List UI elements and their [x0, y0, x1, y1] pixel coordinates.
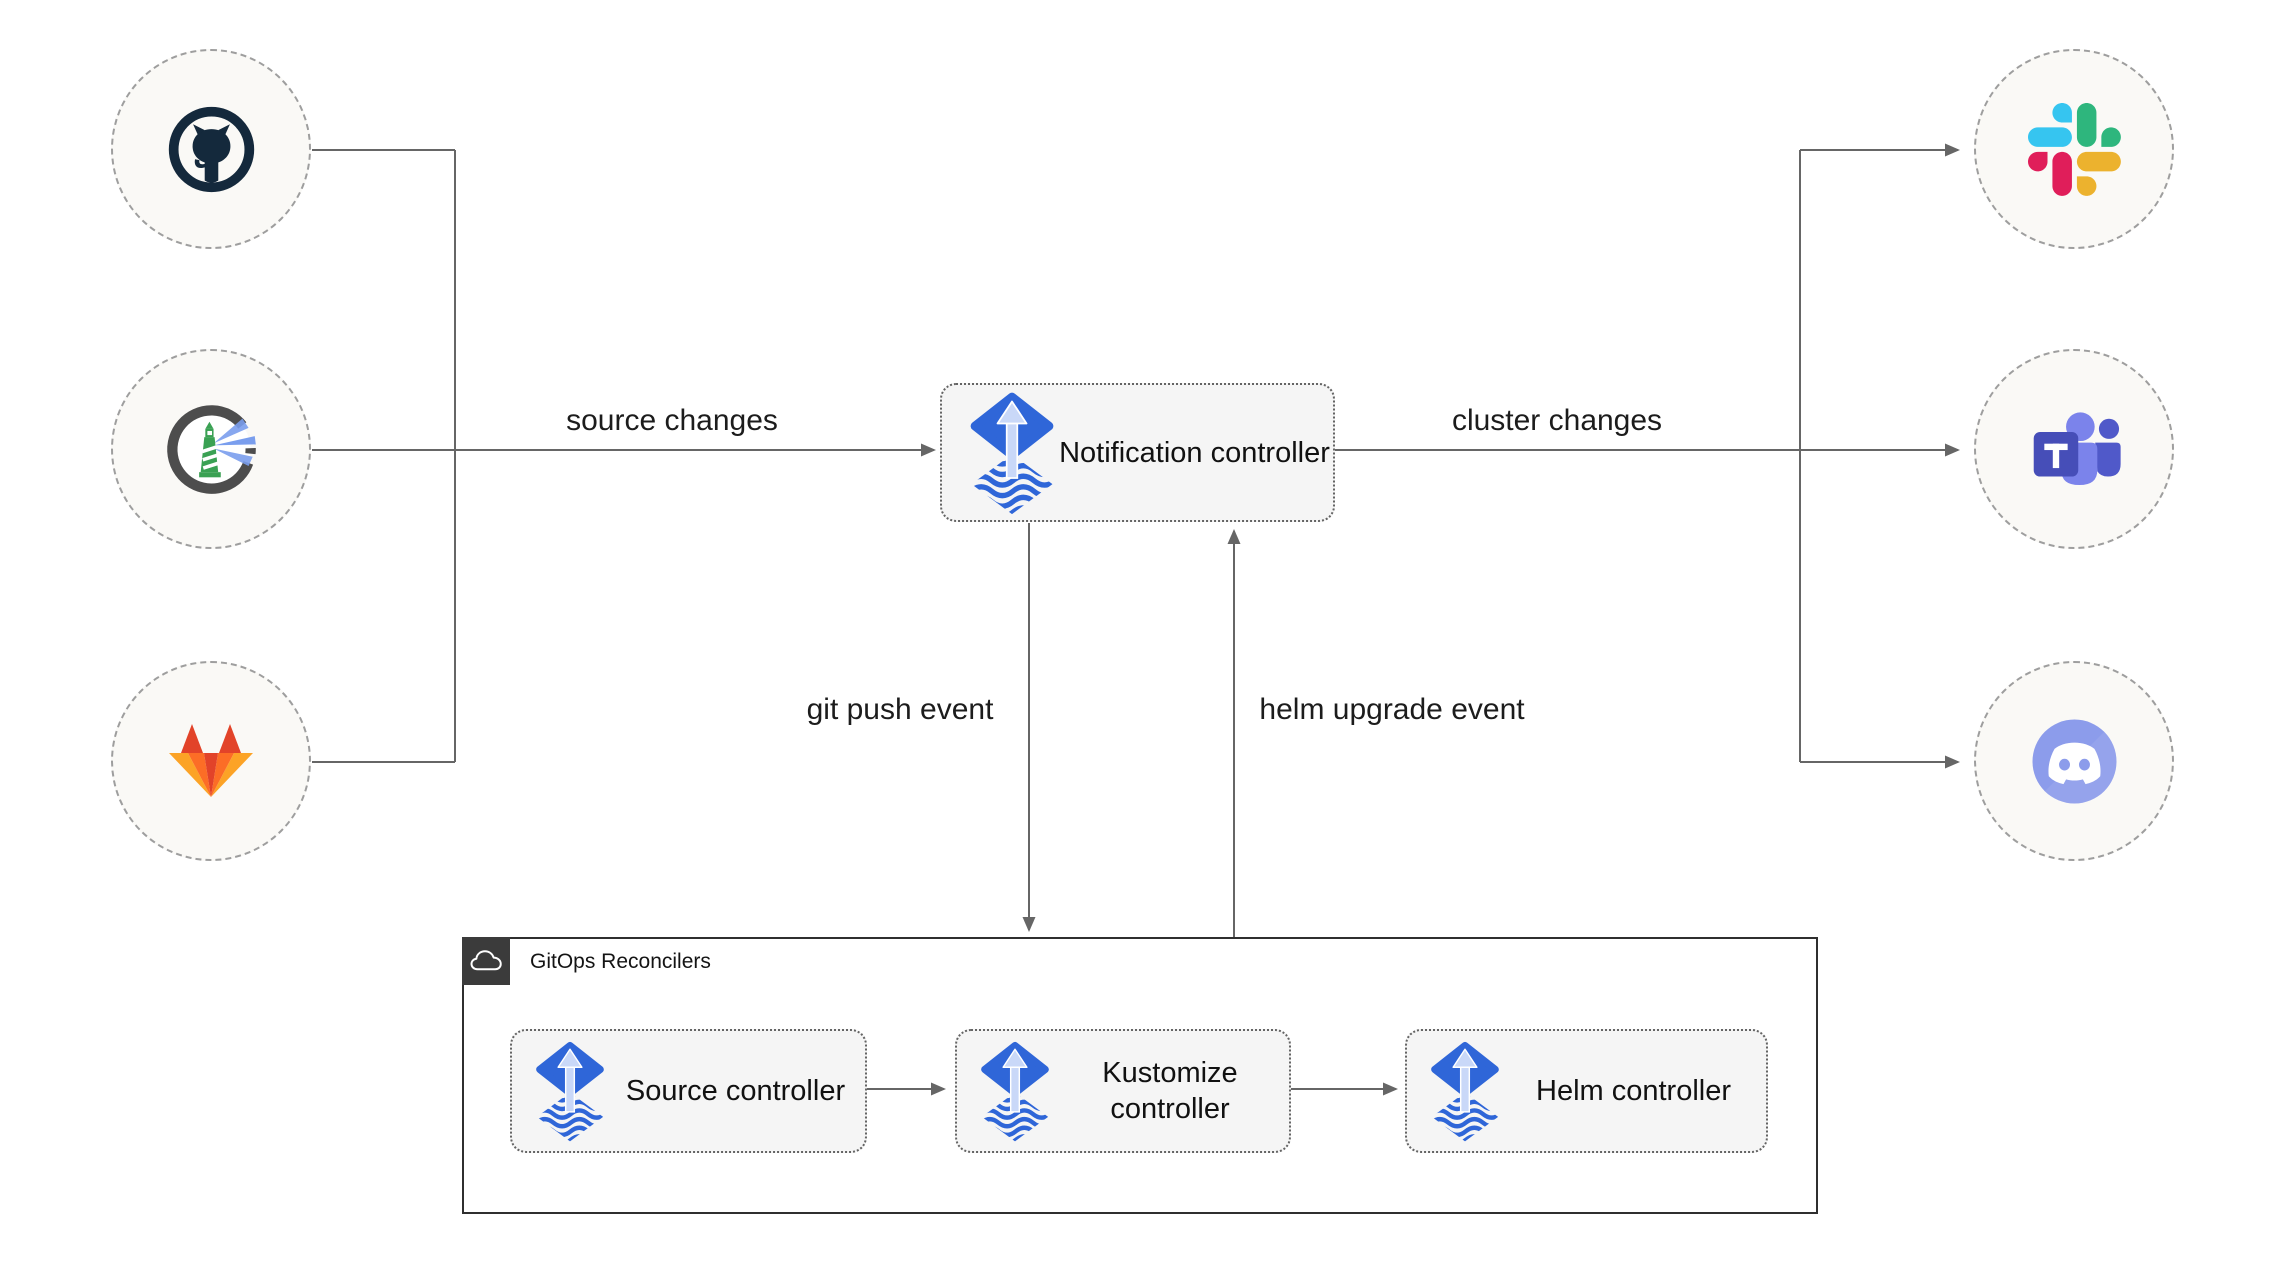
cloud-icon: [470, 946, 503, 976]
node-label: Kustomize controller: [1102, 1057, 1238, 1125]
harbor-icon: [160, 398, 263, 501]
edge-label-source-changes: source changes: [566, 404, 778, 437]
flux-icon: [1429, 1039, 1501, 1143]
flux-icon: [968, 389, 1056, 516]
node-gitlab: [111, 661, 311, 861]
slack-icon: [2028, 103, 2121, 196]
node-label: Helm controller: [1536, 1075, 1731, 1107]
edge-label-helm-upgrade-event: helm upgrade event: [1259, 693, 1525, 726]
node-label: Source controller: [625, 1075, 846, 1107]
edge-label-cluster-changes: cluster changes: [1451, 404, 1663, 437]
edge-label-git-push-event: git push event: [806, 693, 994, 726]
node-label: Notification controller: [1059, 436, 1330, 469]
node-github: [111, 49, 311, 249]
group-label: GitOps Reconcilers: [530, 950, 711, 973]
node-notification-controller: Notification controller: [940, 383, 1335, 522]
github-icon: [163, 101, 260, 198]
node-slack: [1974, 49, 2174, 249]
node-teams: [1974, 349, 2174, 549]
gitlab-icon: [161, 719, 261, 803]
group-header: [462, 937, 510, 985]
group-gitops-reconcilers: GitOps Reconcilers Source controller Kus…: [462, 937, 1818, 1214]
node-kustomize-controller: Kustomize controller: [955, 1029, 1291, 1153]
flux-icon: [534, 1039, 606, 1143]
node-harbor: [111, 349, 311, 549]
node-source-controller: Source controller: [510, 1029, 867, 1153]
microsoft-teams-icon: [2021, 396, 2127, 502]
node-helm-controller: Helm controller: [1405, 1029, 1768, 1153]
flux-icon: [979, 1039, 1051, 1143]
node-discord: [1974, 661, 2174, 861]
discord-icon: [2022, 709, 2127, 814]
